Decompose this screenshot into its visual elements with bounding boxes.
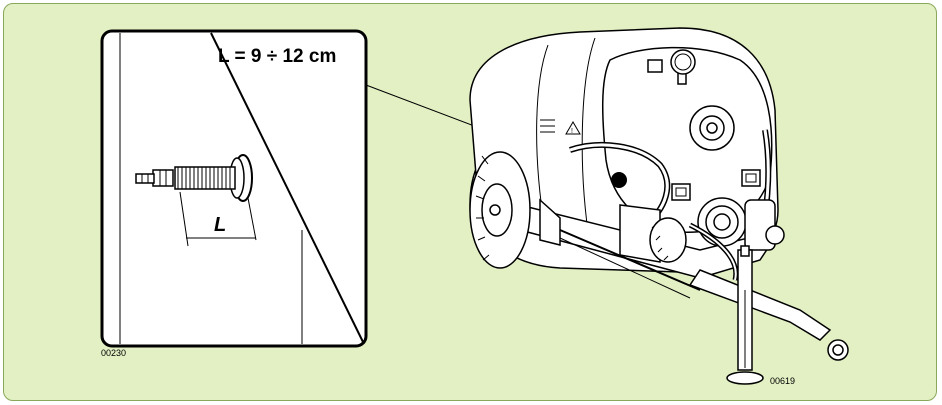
sprayer-illustration: ! xyxy=(469,27,849,385)
marker-dot xyxy=(611,172,627,188)
detail-figure-code: 00230 xyxy=(101,348,126,358)
svg-text:!: ! xyxy=(571,128,573,135)
dimension-line xyxy=(179,191,257,247)
measurement-label: L = 9 ÷ 12 cm xyxy=(218,46,336,67)
sprayer-figure-code: 00619 xyxy=(770,376,795,386)
dimension-letter: L xyxy=(214,214,226,236)
bolt xyxy=(135,154,253,202)
detail-inset: L L = 9 ÷ 12 cm 00230 xyxy=(100,29,368,358)
